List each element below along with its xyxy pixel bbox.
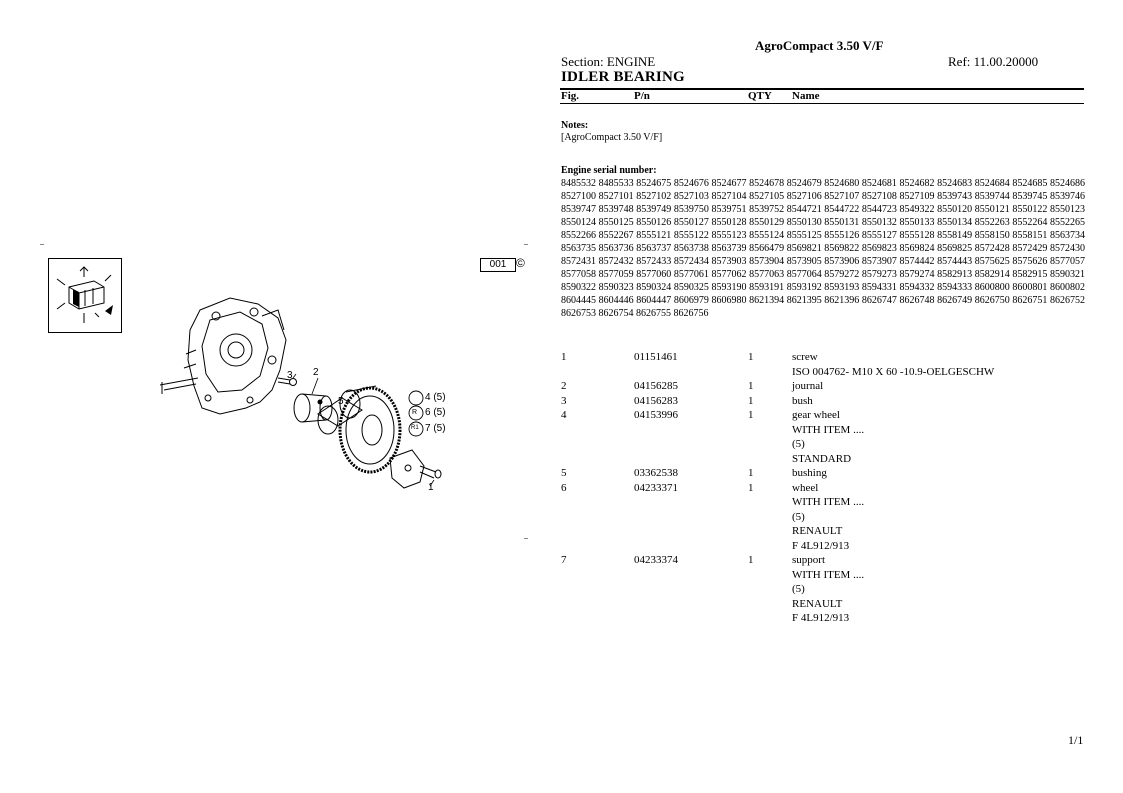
part-fig-cell: 7 (561, 554, 567, 566)
part-number-cell: 01151461 (634, 351, 678, 363)
part-fig-cell: 5 (561, 467, 567, 479)
legend-marker-6: R (412, 409, 418, 416)
callout-1: 1 (428, 482, 434, 493)
part-name-line: bush (792, 394, 813, 407)
part-name-line: (5) (792, 438, 805, 450)
header-rule-bottom (560, 103, 1084, 104)
part-qty-cell: 1 (748, 380, 754, 392)
part-qty-cell: 1 (748, 481, 754, 494)
part-fig-cell: 2 (561, 380, 567, 392)
part-fig-cell: 6 (561, 481, 567, 494)
engine-location-icon (56, 266, 113, 323)
part-name-line: (5) (792, 510, 805, 523)
notes-label: Notes: (561, 120, 589, 131)
part-number-cell: 03362538 (634, 467, 678, 479)
table-row: 3 04156283 1 bush (561, 394, 1085, 409)
part-qty-cell: 1 (748, 554, 754, 566)
part-name-line: ISO 004762- M10 X 60 -10.9-OELGESCHW (792, 365, 995, 378)
part-name-line: WITH ITEM .... (792, 423, 865, 436)
part-name-line: gear wheel (792, 409, 840, 421)
part-number-cell: 04156285 (634, 380, 678, 392)
section-label: Section: ENGINE (561, 54, 656, 69)
figure-number: 001 (480, 258, 516, 272)
crop-mark (40, 244, 44, 245)
header-rule-top (560, 88, 1084, 90)
copyright-mark: © (516, 256, 525, 270)
column-header-qty: QTY (748, 90, 772, 102)
part-name-line: (5) (792, 583, 805, 595)
part-name-line: screw (792, 351, 818, 363)
page-title: IDLER BEARING (561, 69, 685, 85)
part-number-cell: 04233371 (634, 481, 678, 494)
part-name-line: wheel (792, 481, 819, 494)
legend-item-4: 4 (5) (425, 392, 446, 403)
callout-5: 5 (338, 396, 344, 407)
part-qty-cell: 1 (748, 467, 754, 479)
part-name-cell: bush (792, 394, 1085, 409)
part-name-cell: journal (792, 379, 1085, 394)
table-row: 5 03362538 1 bushing (561, 466, 1085, 481)
legend-item-7: 7 (5) (425, 423, 446, 434)
serial-number-list: 8485532 8485533 8524675 8524676 8524677 … (561, 178, 1085, 319)
column-header-fig: Fig. (561, 90, 580, 102)
part-name-line: RENAULT (792, 597, 843, 610)
part-name-line: F 4L912/913 (792, 539, 850, 552)
legend-item-6: 6 (5) (425, 407, 446, 418)
reference-number: Ref: 11.00.20000 (948, 54, 1039, 69)
part-number-cell: 04156283 (634, 394, 678, 407)
table-row: 2 04156285 1 journal (561, 379, 1085, 394)
part-name-line: support (792, 554, 825, 566)
exploded-parts-diagram (150, 290, 460, 505)
part-number-cell: 04233374 (634, 554, 678, 566)
part-qty-cell: 1 (748, 409, 754, 421)
part-name-line: F 4L912/913 (792, 612, 850, 624)
location-thumbnail (48, 258, 122, 333)
callout-2: 2 (313, 367, 319, 378)
column-header-name: Name (792, 90, 820, 102)
notes-text: [AgroCompact 3.50 V/F] (561, 132, 663, 143)
part-name-line: RENAULT (792, 525, 843, 537)
legend-marker-7: R1 (411, 425, 419, 431)
serial-number-label: Engine serial number: (561, 165, 657, 176)
part-fig-cell: 4 (561, 409, 567, 421)
column-header-pn: P/n (634, 90, 650, 102)
part-fig-cell: 1 (561, 351, 567, 363)
part-name-line: WITH ITEM .... (792, 568, 865, 581)
model-title: AgroCompact 3.50 V/F (755, 38, 884, 53)
callout-3: 3 (287, 370, 293, 381)
part-name-line: WITH ITEM .... (792, 496, 865, 508)
page-number: 1/1 (1068, 733, 1084, 747)
part-number-cell: 04153996 (634, 409, 678, 421)
part-name-line: journal (792, 380, 824, 392)
part-qty-cell: 1 (748, 394, 754, 407)
crop-mark (524, 244, 528, 245)
part-qty-cell: 1 (748, 351, 754, 363)
part-fig-cell: 3 (561, 394, 567, 407)
part-name-line: STANDARD (792, 452, 852, 465)
part-name-cell: bushing (792, 466, 1085, 481)
part-name-line: bushing (792, 467, 827, 479)
crop-mark (524, 538, 528, 539)
